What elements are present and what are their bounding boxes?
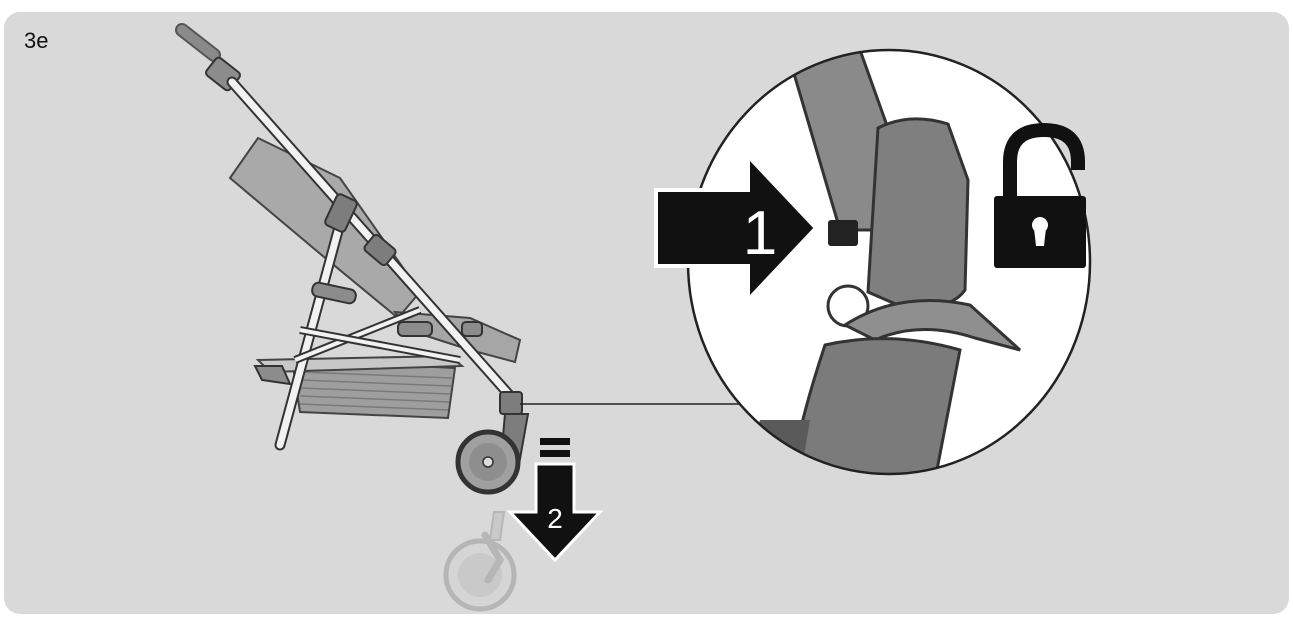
arrow-2-number: 2 xyxy=(547,503,563,534)
lowered-wheel-ghost xyxy=(443,511,517,612)
magnified-detail-circle xyxy=(686,48,1092,476)
stroller-illustration xyxy=(175,23,530,495)
unlock-padlock-icon xyxy=(994,122,1086,268)
step-label: 3e xyxy=(24,28,49,53)
arrow-1-number: 1 xyxy=(743,199,777,268)
push-arrow-icon: 1 xyxy=(654,150,819,306)
down-arrow-icon: 2 xyxy=(506,438,604,563)
